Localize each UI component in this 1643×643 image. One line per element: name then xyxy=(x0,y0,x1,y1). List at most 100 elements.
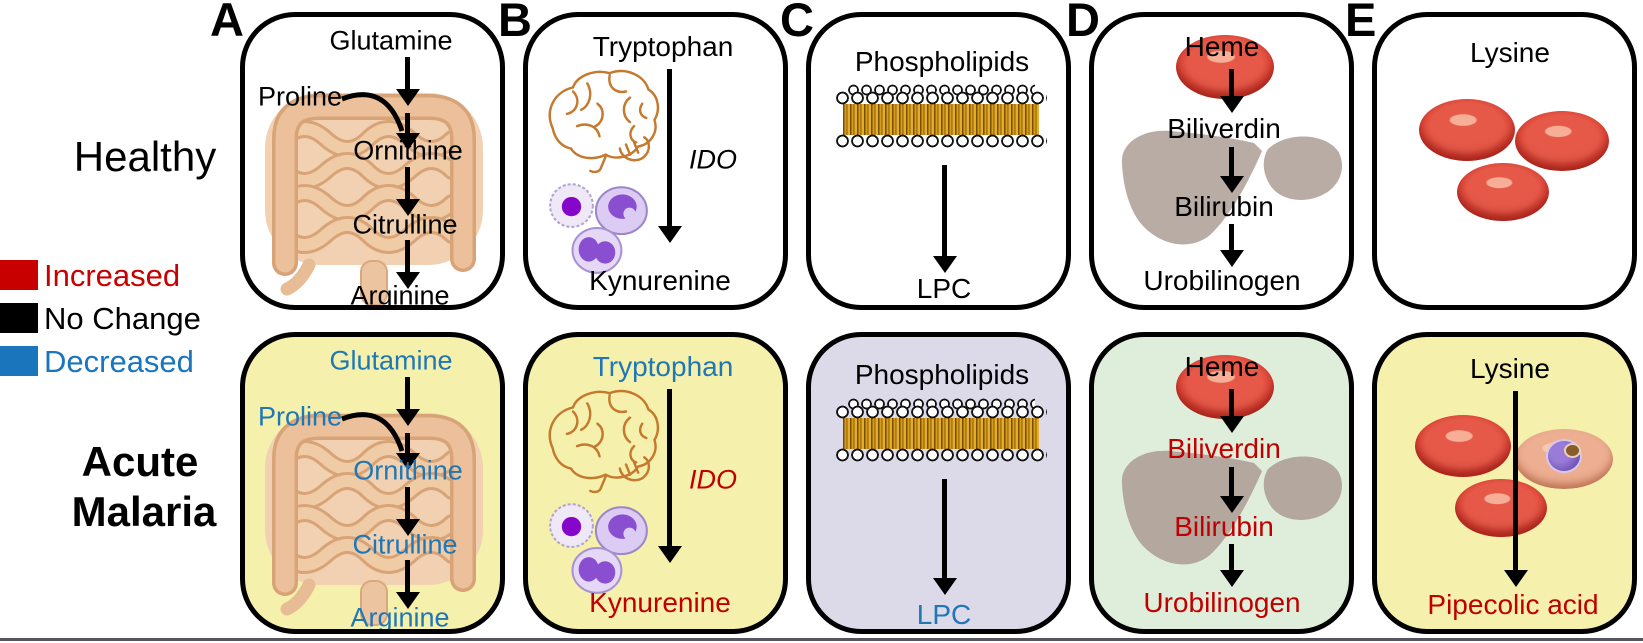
bilayer-bottom-heads xyxy=(835,447,1047,463)
red-blood-cell-icon xyxy=(1419,99,1515,161)
intestine-illustration xyxy=(265,413,483,626)
lysine-label: Lysine xyxy=(1470,353,1550,384)
red-blood-cell-icon xyxy=(1415,415,1511,477)
figure-bottom-border xyxy=(0,638,1643,641)
panel-letter-c: C xyxy=(780,0,814,46)
malaria-parasite-icon xyxy=(1546,438,1583,473)
proline-curve-arrow xyxy=(341,412,405,452)
arrow-bilirubin-urobilinogen xyxy=(1229,544,1234,571)
intestine-illustration xyxy=(265,93,483,305)
arrow-to-arginine xyxy=(405,560,410,593)
legend-swatch-no-change xyxy=(0,303,38,333)
bilirubin-label: Bilirubin xyxy=(1174,511,1274,542)
legend-swatch-decreased xyxy=(0,346,38,376)
red-blood-cell-icon xyxy=(1455,479,1547,537)
arrow-to-ornithine xyxy=(405,113,410,134)
lipid-bilayer-illustration xyxy=(835,397,1047,463)
brain-icon xyxy=(548,389,660,494)
lpc-label: LPC xyxy=(916,599,972,630)
row-label-malaria-line1: Acute xyxy=(81,438,199,485)
arrow-tryptophan-kynurenine xyxy=(667,69,672,227)
liver-illustration xyxy=(1121,130,1342,245)
bilayer-top-heads xyxy=(835,90,1047,106)
brain-icon xyxy=(548,69,660,174)
immune-cells-icon xyxy=(549,503,648,594)
panel-c-healthy: Phospholipids LPC xyxy=(806,12,1071,310)
row-label-healthy: Healthy xyxy=(73,133,217,180)
legend-label-decreased: Decreased xyxy=(44,344,194,379)
heme-label: Heme xyxy=(1184,351,1260,382)
ido-enzyme-label: IDO xyxy=(688,144,738,175)
urobilinogen-label: Urobilinogen xyxy=(1143,587,1301,618)
arginine-label: Arginine xyxy=(350,602,450,633)
citrulline-label: Citrulline xyxy=(352,209,458,240)
arrow-glutamine-down xyxy=(405,57,410,90)
liver-illustration xyxy=(1121,450,1342,565)
panel-b-malaria: Tryptophan IDO Kynurenine xyxy=(523,332,788,634)
legend-label-increased: Increased xyxy=(44,258,181,293)
legend-swatch-increased xyxy=(0,260,38,290)
red-blood-cell-icon xyxy=(1515,111,1609,171)
arginine-label: Arginine xyxy=(350,280,450,310)
arrow-lysine-pipecolic xyxy=(1513,391,1518,571)
arrow-to-arginine xyxy=(405,240,410,273)
panel-b-healthy: Tryptophan IDO Kynurenine xyxy=(523,12,788,310)
tryptophan-label: Tryptophan xyxy=(592,351,734,382)
panel-letter-a: A xyxy=(210,0,244,46)
arrow-bilirubin-urobilinogen xyxy=(1229,224,1234,251)
proline-curve-arrow xyxy=(341,92,405,132)
bilayer-top-heads xyxy=(835,404,1047,420)
kynurenine-label: Kynurenine xyxy=(589,587,731,618)
arrow-to-citrulline xyxy=(405,167,410,200)
legend-label-no-change: No Change xyxy=(44,301,201,336)
phospholipids-label: Phospholipids xyxy=(854,46,1030,77)
panel-d-malaria: Heme Biliverdin Bilirubin Urobilinogen xyxy=(1089,332,1354,634)
arrow-biliverdin-bilirubin xyxy=(1229,467,1234,497)
biliverdin-label: Biliverdin xyxy=(1167,113,1281,144)
immune-cells-icon xyxy=(549,183,648,274)
panel-letter-e: E xyxy=(1345,0,1377,46)
glutamine-label: Glutamine xyxy=(329,25,453,56)
urobilinogen-label: Urobilinogen xyxy=(1143,265,1301,296)
arrow-biliverdin-bilirubin xyxy=(1229,147,1234,177)
red-blood-cell-icon xyxy=(1176,35,1274,99)
arrow-to-citrulline xyxy=(405,487,410,520)
phospholipids-label: Phospholipids xyxy=(854,359,1030,390)
bilayer-tails xyxy=(843,418,1039,449)
kynurenine-label: Kynurenine xyxy=(589,265,731,296)
biliverdin-label: Biliverdin xyxy=(1167,433,1281,464)
red-blood-cell-icon xyxy=(1457,163,1549,221)
arrow-phospholipids-lpc xyxy=(942,479,947,579)
row-label-malaria-line2: Malaria xyxy=(71,488,217,535)
bilayer-tails xyxy=(843,104,1039,135)
ornithine-label: Ornithine xyxy=(353,135,463,166)
arrow-heme-biliverdin xyxy=(1229,69,1234,97)
heme-label: Heme xyxy=(1184,31,1260,62)
panel-letter-b: B xyxy=(498,0,532,46)
panel-d-healthy: Heme Biliverdin Bilirubin Urobilinogen xyxy=(1089,12,1354,310)
tryptophan-label: Tryptophan xyxy=(592,31,734,62)
proline-label: Proline xyxy=(257,401,343,432)
panel-a-malaria: Glutamine Proline Ornithine Citrulline A… xyxy=(240,332,505,634)
ornithine-label: Ornithine xyxy=(353,455,463,486)
arrow-heme-biliverdin xyxy=(1229,389,1234,417)
arrow-tryptophan-kynurenine xyxy=(667,389,672,547)
red-blood-cell-icon xyxy=(1176,355,1274,419)
citrulline-label: Citrulline xyxy=(352,529,458,560)
lipid-bilayer-illustration xyxy=(835,83,1047,149)
infected-red-blood-cell-icon xyxy=(1515,429,1613,489)
panel-e-healthy: Lysine xyxy=(1372,12,1637,310)
arrow-to-ornithine xyxy=(405,433,410,454)
bilirubin-label: Bilirubin xyxy=(1174,191,1274,222)
ido-enzyme-label: IDO xyxy=(688,464,738,495)
panel-e-malaria: Lysine Pipecolic acid xyxy=(1372,332,1637,634)
lysine-label: Lysine xyxy=(1470,37,1550,68)
arrow-phospholipids-lpc xyxy=(942,165,947,257)
panel-a-healthy: Glutamine Proline Ornithine Citrulline A… xyxy=(240,12,505,310)
pipecolic-acid-label: Pipecolic acid xyxy=(1427,589,1599,620)
panel-c-malaria: Phospholipids LPC xyxy=(806,332,1071,634)
proline-label: Proline xyxy=(257,81,343,112)
glutamine-label: Glutamine xyxy=(329,345,453,376)
bilayer-bottom-heads xyxy=(835,133,1047,149)
